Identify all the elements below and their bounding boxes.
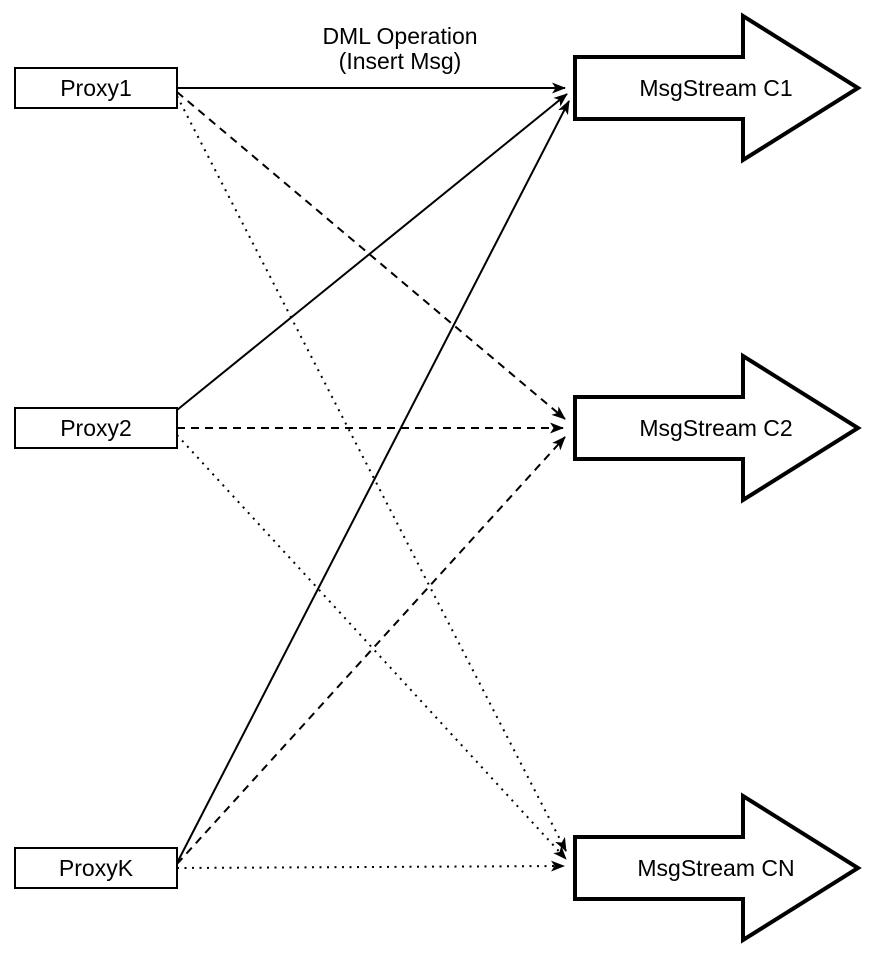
msgstream-c2-label: MsgStream C2 — [639, 415, 792, 441]
edge-proxy1-c2-dashed — [176, 91, 566, 420]
edge-proxy2-cn-dotted — [176, 434, 567, 860]
edge-proxyk-c2-dashed — [176, 436, 566, 865]
msgstream-c1-arrow-shape — [573, 12, 862, 164]
proxy1-box — [14, 67, 178, 109]
proxy2-box — [14, 407, 178, 449]
msgstream-c1-label: MsgStream C1 — [639, 75, 792, 101]
annotation-line2: (Insert Msg) — [339, 48, 462, 74]
edge-proxy2-c1-solid — [176, 93, 568, 411]
msgstream-c2-arrow-shape — [573, 352, 862, 504]
dml-operation-annotation: DML Operation (Insert Msg) — [322, 23, 477, 74]
edges — [176, 82, 570, 872]
proxy1-label: Proxy1 — [60, 75, 132, 101]
edge-proxy1-cn-dotted — [176, 95, 567, 852]
edge-proxyk-cn-dotted — [176, 860, 565, 872]
msgstream-cn-label: MsgStream CN — [637, 855, 794, 881]
msgstream-cn-arrow-shape — [573, 792, 862, 944]
proxy-nodes: Proxy1 Proxy2 ProxyK — [14, 67, 178, 889]
proxyk-box — [14, 847, 178, 889]
annotation-line1: DML Operation — [322, 23, 477, 49]
proxy2-label: Proxy2 — [60, 415, 132, 441]
proxyk-label: ProxyK — [59, 855, 134, 881]
msgstream-nodes: MsgStream C1 MsgStream C2 MsgStream CN — [573, 12, 862, 944]
edge-proxyk-c1-solid — [176, 100, 570, 864]
